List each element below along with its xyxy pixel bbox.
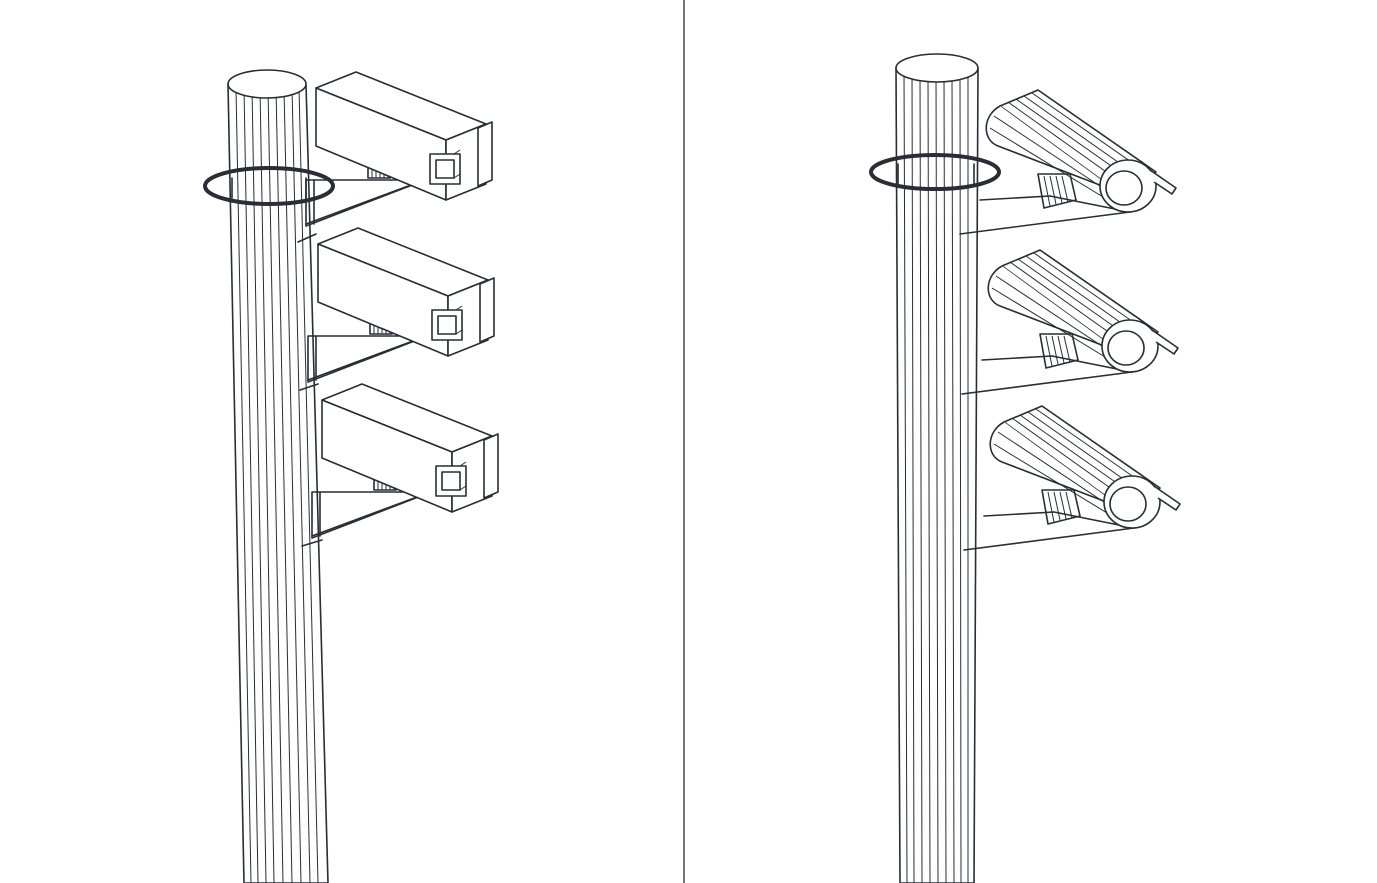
left-pole (227, 69, 329, 883)
right-pole-assembly (869, 53, 1181, 883)
right-camera-top (959, 89, 1177, 235)
right-camera-middle (961, 249, 1179, 395)
left-camera-middle (307, 227, 495, 383)
left-camera-bottom (311, 383, 499, 539)
left-pole-assembly (203, 69, 499, 883)
right-camera-bottom (963, 405, 1181, 551)
left-camera-top (305, 71, 493, 227)
right-pole (895, 53, 979, 883)
right-collar-ring (869, 153, 1001, 191)
